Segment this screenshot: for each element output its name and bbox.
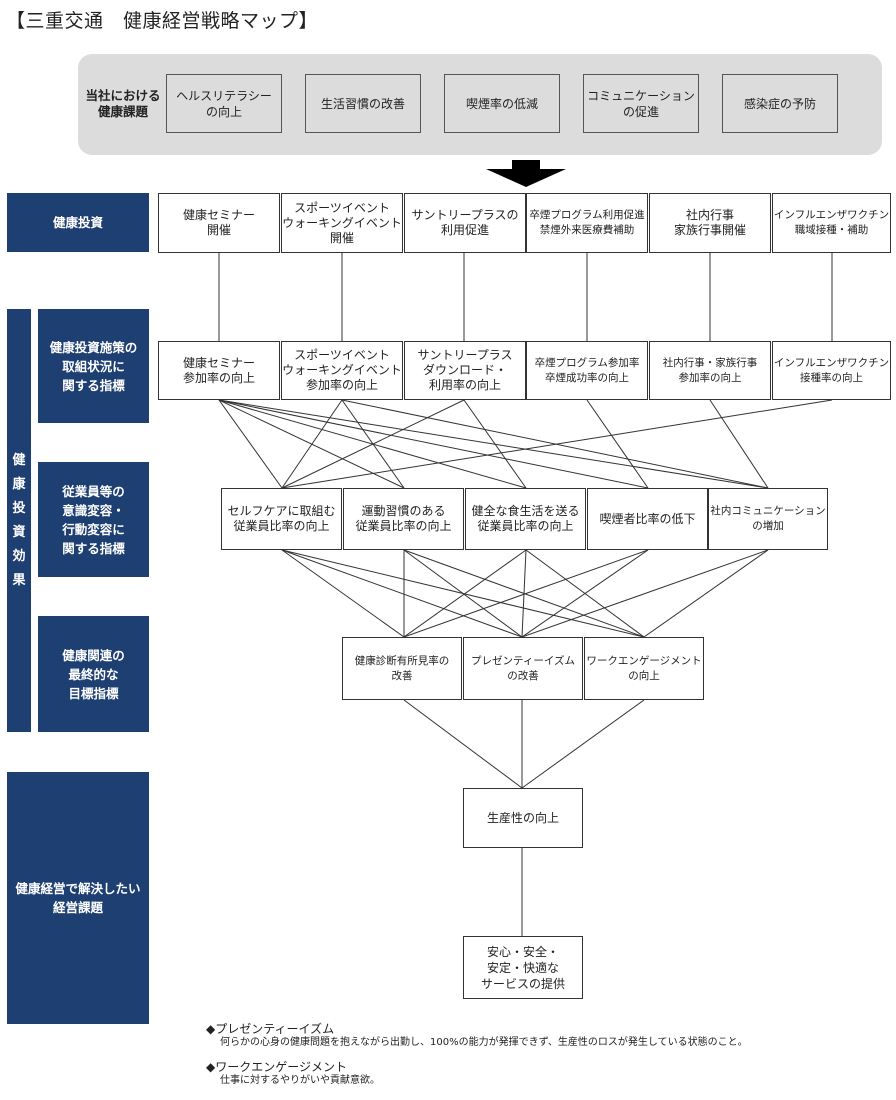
measure-box: インフルエンザワクチン 接種率の向上 [772,341,891,400]
measure-box: サントリープラス ダウンロード・ 利用率の向上 [404,341,526,400]
issue-box-communication: コミュニケーション の促進 [583,74,699,133]
note-term-presenteeism: ◆プレゼンティーイズム [206,1022,335,1036]
vlabel-char: 康 [12,476,26,492]
awareness-box: 喫煙者比率の低下 [587,488,708,550]
measure-box: 卒煙プログラム参加率 卒煙成功率の向上 [526,341,648,400]
issue-box-lifestyle: 生活習慣の改善 [305,74,421,133]
glossary-notes: ◆プレゼンティーイズム 何らかの心身の健康問題を抱えながら出勤し、100%の能力… [206,1022,748,1098]
note-term-work-engagement: ◆ワークエンゲージメント [206,1060,347,1074]
measure-box: 健康セミナー 参加率の向上 [158,341,280,400]
vlabel-char: 資 [12,524,26,540]
note-desc-work-engagement: 仕事に対するやりがいや貢献意欲。 [220,1075,380,1086]
investment-box: 健康セミナー 開催 [158,193,280,253]
measure-box: スポーツイベント ウォーキングイベント 参加率の向上 [281,341,403,400]
investment-box: スポーツイベント ウォーキングイベント 開催 [281,193,403,253]
down-arrow-head-icon [486,169,566,187]
label-management: 健康経営で解決したい 経営課題 [7,772,149,1024]
final-box: ワークエンゲージメント の向上 [584,637,704,700]
health-issues-label: 当社における 健康課題 [85,88,161,119]
issue-box-health-literacy: ヘルスリテラシー の向上 [166,74,282,133]
awareness-box: 運動習慣のある 従業員比率の向上 [343,488,464,550]
label-awareness: 従業員等の 意識変容・ 行動変容に 関する指標 [38,462,149,577]
note-desc-presenteeism: 何らかの心身の健康問題を抱えながら出勤し、100%の能力が発揮できず、生産性のロ… [220,1037,748,1048]
label-investment: 健康投資 [7,193,149,252]
label-measures: 健康投資施策の 取組状況に 関する指標 [38,309,149,423]
issue-box-infection: 感染症の予防 [722,74,838,133]
investment-box: 社内行事 家族行事開催 [649,193,771,253]
vlabel-char: 果 [12,572,26,588]
service-box: 安心・安全・ 安定・快適な サービスの提供 [463,936,583,999]
down-arrow-icon [512,160,540,169]
investment-box: サントリープラスの 利用促進 [404,193,526,253]
awareness-box: 社内コミュニケーション の増加 [708,488,828,550]
investment-box: インフルエンザワクチン 職域接種・補助 [772,193,891,253]
label-final: 健康関連の 最終的な 目標指標 [38,616,149,732]
vlabel-char: 投 [12,500,26,516]
issue-box-smoking: 喫煙率の低減 [444,74,560,133]
awareness-box: セルフケアに取組む 従業員比率の向上 [221,488,342,550]
measure-box: 社内行事・家族行事 参加率の向上 [649,341,771,400]
label-investment-effect: 健 康 投 資 効 果 [7,309,31,732]
investment-box: 卒煙プログラム利用促進 禁煙外来医療費補助 [526,193,648,253]
awareness-box: 健全な食生活を送る 従業員比率の向上 [465,488,586,550]
final-box: プレゼンティーイズム の改善 [463,637,583,700]
page-title: 【三重交通 健康経営戦略マップ】 [6,10,319,32]
vlabel-char: 健 [12,452,26,468]
final-box: 健康診断有所見率の 改善 [342,637,462,700]
vlabel-char: 効 [12,548,26,564]
productivity-box: 生産性の向上 [463,788,583,848]
